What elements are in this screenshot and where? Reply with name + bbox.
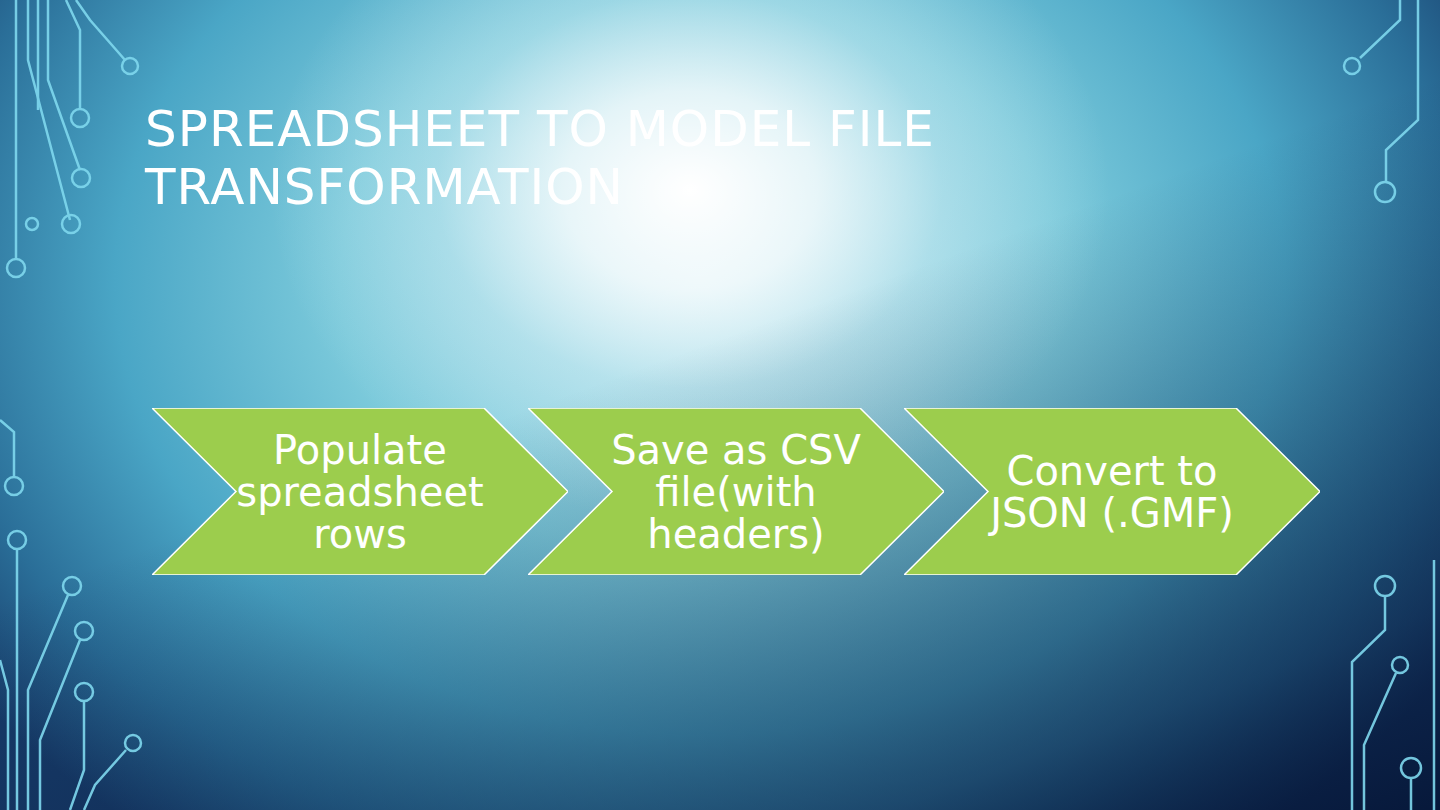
chevron-text-area: Populate spreadsheet rows xyxy=(224,429,496,555)
slide-title: SPREADSHEET TO MODEL FILE TRANSFORMATION xyxy=(145,100,1045,216)
step-label: Save as CSV file(with headers) xyxy=(600,429,872,555)
chevron-text-area: Save as CSV file(with headers) xyxy=(600,429,872,555)
chevron-step: Populate spreadsheet rows xyxy=(152,408,568,575)
step-label: Populate spreadsheet rows xyxy=(224,429,496,555)
chevron-step: Save as CSV file(with headers) xyxy=(528,408,944,575)
chevron-text-area: Convert to JSON (.GMF) xyxy=(976,450,1248,534)
chevron-step: Convert to JSON (.GMF) xyxy=(904,408,1320,575)
step-label: Convert to JSON (.GMF) xyxy=(976,450,1248,534)
